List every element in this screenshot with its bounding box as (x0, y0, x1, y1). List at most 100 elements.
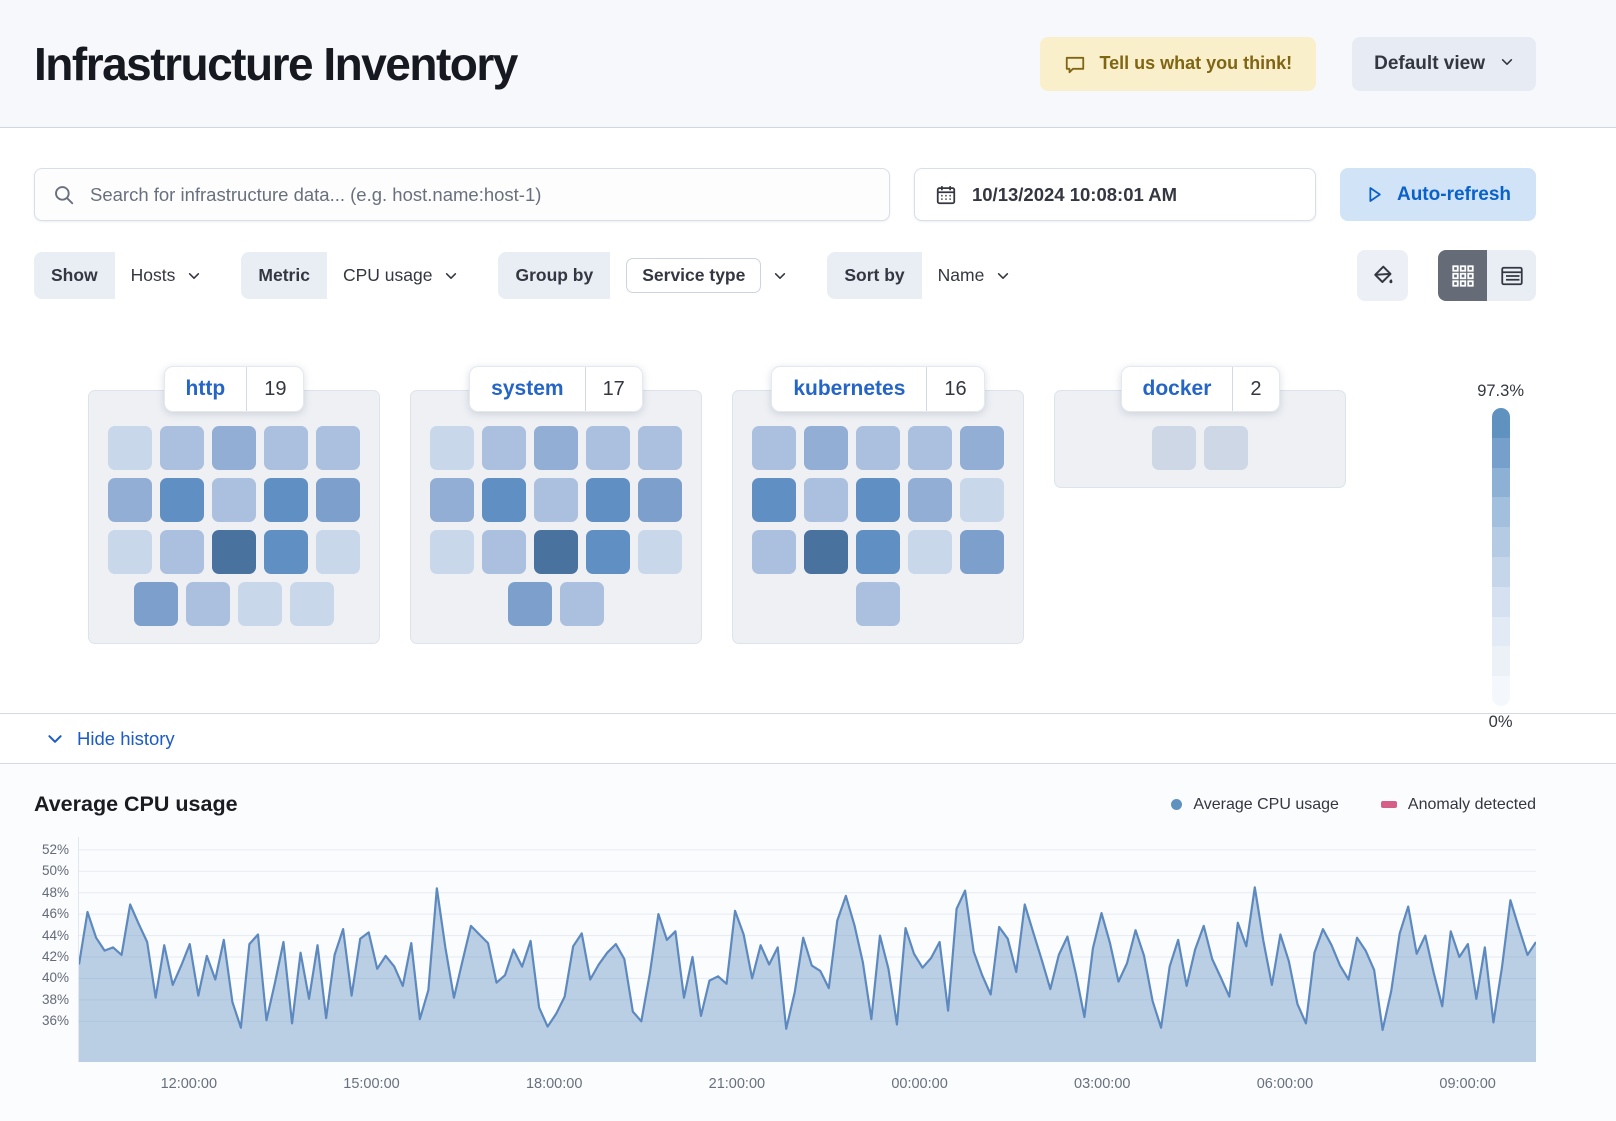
host-tile[interactable] (586, 530, 630, 574)
chevron-down-icon (775, 272, 786, 279)
host-tile[interactable] (108, 426, 152, 470)
legend-min-label: 0% (1488, 713, 1513, 731)
host-tile[interactable] (856, 426, 900, 470)
host-tile[interactable] (752, 478, 796, 522)
host-tile[interactable] (316, 530, 360, 574)
host-tile[interactable] (856, 582, 900, 626)
metric-filter-label: Metric (241, 252, 327, 299)
date-picker-button[interactable]: 10/13/2024 10:08:01 AM (913, 168, 1316, 221)
host-tile[interactable] (186, 582, 230, 626)
search-icon (53, 184, 75, 206)
host-tile[interactable] (160, 426, 204, 470)
host-tile[interactable] (752, 426, 796, 470)
group-by-filter: Group by Service type (498, 245, 803, 306)
show-filter-dropdown[interactable]: Hosts (115, 252, 218, 299)
host-tile[interactable] (134, 582, 178, 626)
host-tile[interactable] (482, 426, 526, 470)
host-tile[interactable] (430, 530, 474, 574)
auto-refresh-label: Auto-refresh (1396, 183, 1511, 205)
host-tile[interactable] (316, 478, 360, 522)
map-view-button[interactable] (1438, 250, 1487, 301)
group-host-count: 16 (944, 377, 967, 400)
group-name[interactable]: http (185, 377, 226, 400)
host-tile[interactable] (908, 530, 952, 574)
host-tile[interactable] (804, 426, 848, 470)
host-tile[interactable] (430, 478, 474, 522)
metric-color-legend: 97.3% 0% (1477, 382, 1524, 732)
group-by-filter-value: Service type (626, 258, 762, 293)
host-tile[interactable] (856, 478, 900, 522)
search-input[interactable]: Search for infrastructure data... (e.g. … (34, 168, 890, 221)
y-axis-tick: 44% (41, 927, 69, 943)
host-tile[interactable] (1204, 426, 1248, 470)
host-tile[interactable] (212, 426, 256, 470)
host-tile[interactable] (752, 530, 796, 574)
group-name[interactable]: system (491, 377, 564, 400)
group-name[interactable]: kubernetes (793, 377, 906, 400)
hide-history-toggle[interactable]: Hide history (0, 713, 1616, 764)
group-host-count: 17 (602, 377, 625, 400)
sort-by-filter-dropdown[interactable]: Name (922, 252, 1027, 299)
service-group-system: system 17 (410, 366, 702, 644)
host-tile[interactable] (108, 530, 152, 574)
host-tile[interactable] (856, 530, 900, 574)
host-tile[interactable] (960, 478, 1004, 522)
host-tile[interactable] (316, 426, 360, 470)
host-tile[interactable] (638, 530, 682, 574)
host-tile[interactable] (160, 478, 204, 522)
host-tile[interactable] (238, 582, 282, 626)
host-tile[interactable] (804, 530, 848, 574)
host-tile[interactable] (508, 582, 552, 626)
host-tile[interactable] (290, 582, 334, 626)
host-tile[interactable] (264, 478, 308, 522)
host-tile[interactable] (160, 530, 204, 574)
page-title: Infrastructure Inventory (34, 37, 518, 90)
host-tile[interactable] (586, 426, 630, 470)
hide-history-label: Hide history (77, 727, 175, 749)
paint-bucket-icon (1371, 264, 1395, 288)
feedback-button[interactable]: Tell us what you think! (1040, 36, 1317, 91)
color-palette-button[interactable] (1357, 250, 1408, 301)
host-tile[interactable] (108, 478, 152, 522)
legend-entry[interactable]: Anomaly detected (1380, 796, 1536, 814)
host-tile[interactable] (264, 426, 308, 470)
legend-max-label: 97.3% (1477, 382, 1524, 400)
chart-title: Average CPU usage (34, 792, 238, 816)
view-selector-button[interactable]: Default view (1352, 36, 1536, 91)
auto-refresh-button[interactable]: Auto-refresh (1339, 168, 1536, 221)
group-panel-kubernetes (732, 390, 1024, 644)
host-tile[interactable] (430, 426, 474, 470)
host-tile[interactable] (960, 530, 1004, 574)
host-tile[interactable] (482, 478, 526, 522)
group-badge-kubernetes[interactable]: kubernetes 16 (771, 366, 985, 412)
host-tile[interactable] (804, 478, 848, 522)
group-by-filter-dropdown[interactable]: Service type (610, 245, 803, 306)
speech-bubble-icon (1064, 53, 1086, 75)
group-name[interactable]: docker (1142, 377, 1212, 400)
host-tile[interactable] (586, 478, 630, 522)
table-view-button[interactable] (1487, 250, 1536, 301)
host-tile[interactable] (534, 478, 578, 522)
host-tile[interactable] (534, 530, 578, 574)
metric-filter-dropdown[interactable]: CPU usage (327, 252, 475, 299)
host-tile[interactable] (560, 582, 604, 626)
group-badge-system[interactable]: system 17 (469, 366, 643, 412)
host-tile[interactable] (960, 426, 1004, 470)
host-tile[interactable] (212, 478, 256, 522)
metric-filter: Metric CPU usage (241, 252, 474, 299)
host-tile[interactable] (908, 426, 952, 470)
host-tile[interactable] (534, 426, 578, 470)
host-tile[interactable] (212, 530, 256, 574)
show-filter: Show Hosts (34, 252, 217, 299)
host-tile[interactable] (638, 478, 682, 522)
query-toolbar: Search for infrastructure data... (e.g. … (0, 128, 1616, 221)
host-tile[interactable] (264, 530, 308, 574)
host-tile[interactable] (482, 530, 526, 574)
host-tile[interactable] (638, 426, 682, 470)
legend-entry[interactable]: Average CPU usage (1171, 796, 1339, 814)
host-tile[interactable] (1152, 426, 1196, 470)
host-tile[interactable] (908, 478, 952, 522)
